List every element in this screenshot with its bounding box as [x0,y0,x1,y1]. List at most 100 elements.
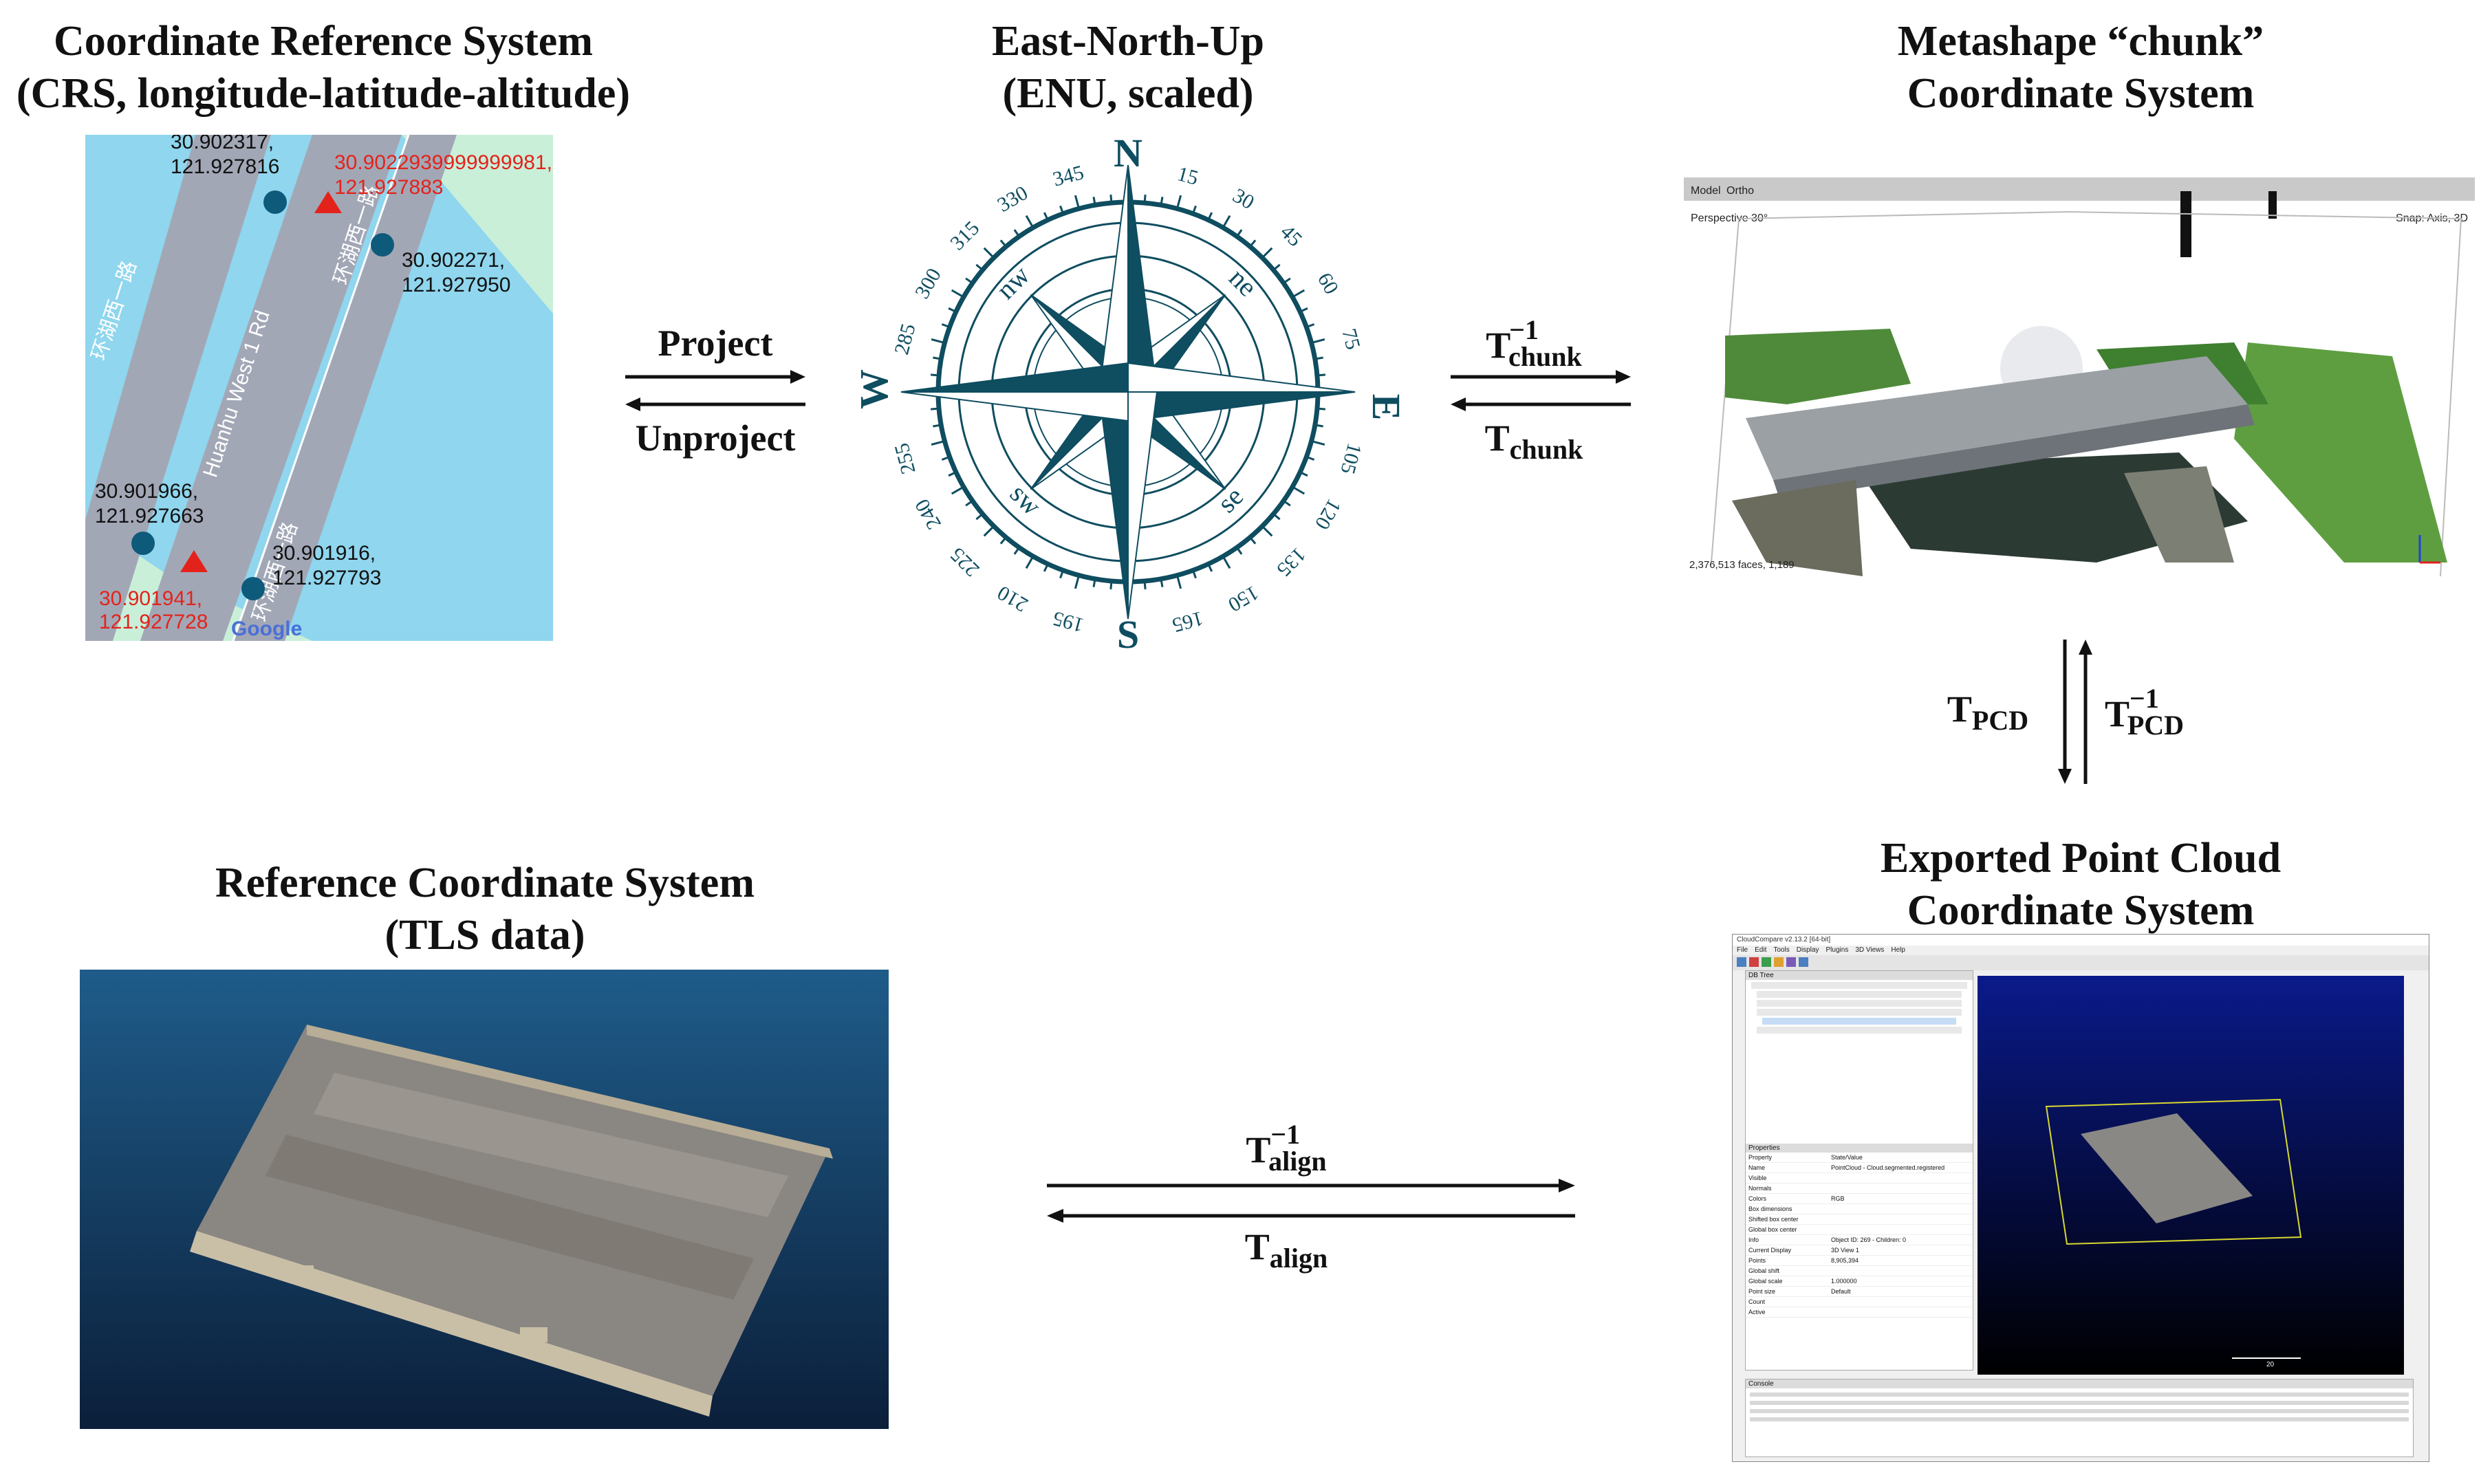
cc-tool-icon[interactable] [1737,957,1746,967]
cc-dbtree-item-selected[interactable] [1762,1018,1956,1025]
compass-star-point [1127,164,1158,393]
cc-property-value: 3D View 1 [1831,1247,1859,1254]
cc-property-key: Count [1748,1298,1766,1305]
map-road-right [233,135,457,641]
compass-se: se [1211,481,1249,519]
cc-menu-item[interactable]: Tools [1773,946,1790,954]
cc-tool-icon[interactable] [1774,957,1784,967]
cc-property-key: Visible [1748,1175,1767,1181]
compass-star-point [1127,391,1356,422]
enu-title-line2: (ENU, scaled) [1002,70,1254,117]
tls-railing [190,1231,713,1417]
t-pcd-inv-sub: PCD [2127,709,2185,741]
cc-property-row: Count [1746,1297,1973,1307]
cc-property-key: Global box center [1748,1226,1797,1233]
cc-properties-header: Properties [1746,1144,1973,1153]
cc-property-value: Object ID: 269 - Children: 0 [1831,1236,1907,1243]
cc-toolbar [1733,955,2429,970]
cc-menu-item[interactable]: File [1737,946,1748,954]
t-chunk-inv-label: T−1chunk [1451,314,1616,373]
metashape-bbox [1738,210,2462,577]
exported-title-line2: Coordinate System [1907,887,2255,934]
map-point-5 [241,577,265,600]
compass-degree-label: 315 [946,217,984,254]
metashape-pole-2 [2268,191,2277,219]
metashape-bridge-side [1773,404,2255,501]
map-road-main [140,135,402,641]
cc-tool-icon[interactable] [1749,957,1759,967]
metashape-tab-model[interactable]: Model [1691,185,1721,197]
metashape-grass-right [2234,342,2447,563]
compass-n: N [1114,131,1142,175]
cc-tool-icon[interactable] [1786,957,1796,967]
crs-title: Coordinate Reference System (CRS, longit… [0,15,647,120]
cc-property-value: Default [1831,1288,1851,1295]
crs-title-line1: Coordinate Reference System [54,18,593,65]
map-label-2b: 121.927883 [334,176,444,199]
cc-console-line [1750,1417,2409,1421]
cc-property-key: Colors [1748,1195,1767,1202]
cc-titlebar: CloudCompare v2.13.2 [64-bit] [1733,935,2429,946]
metashape-bank-left [1732,480,1863,576]
cc-property-key: Box dimensions [1748,1205,1792,1212]
reference-title-line1: Reference Coordinate System [215,860,755,906]
map-label-3a: 30.902271, [402,249,505,272]
cc-dbtree-item[interactable] [1757,991,1962,998]
map-label-1a: 30.902317, [171,135,274,153]
cc-pointcloud: 20 [2045,1098,2302,1368]
cc-menu-item[interactable]: Help [1891,946,1905,954]
cc-tool-icon[interactable] [1762,957,1771,967]
compass-star-point [1098,391,1129,620]
t-align-inv-base: T [1246,1129,1271,1170]
t-chunk-sub: chunk [1509,433,1583,465]
compass-degree-label: 15 [1175,162,1201,190]
t-pcd-base: T [1947,688,1972,730]
map-point-1 [263,190,287,214]
cc-menu-item[interactable]: Display [1796,946,1819,954]
cc-3d-view: 20 [1978,976,2404,1375]
cc-tool-icon[interactable] [1799,957,1808,967]
cc-property-value: 1.000000 [1831,1278,1857,1285]
cc-property-row: Visible [1746,1173,1973,1183]
metashape-tab-ortho[interactable]: Ortho [1726,185,1754,197]
t-pcd-label: TPCD [1940,688,2036,736]
cc-menu-item[interactable]: Plugins [1825,946,1849,954]
tls-pointcloud-view [80,970,889,1429]
t-chunk-label: Tchunk [1451,417,1616,466]
pcd-arrow [2058,640,2092,784]
align-arrow [1047,1179,1575,1223]
cc-dbtree-item[interactable] [1757,1009,1962,1016]
compass-degree-label: 195 [1050,607,1086,637]
map-label-3b: 121.927950 [402,274,511,296]
enu-title-line1: East-North-Up [991,18,1265,65]
map-road-left [85,135,271,641]
cc-menu-item[interactable]: Edit [1755,946,1767,954]
compass-star [900,164,1356,620]
compass-s: S [1117,612,1139,657]
map-label-4a: 30.901966, [95,480,198,503]
cc-dbtree-item[interactable] [1751,982,1967,989]
cc-menubar: File Edit Tools Display Plugins 3D Views Help [1733,946,2429,955]
map-road-line [232,135,410,641]
cc-dbtree-item[interactable] [1757,1000,1962,1007]
cc-property-key: Active [1748,1309,1766,1316]
cc-property-row: Active [1746,1307,1973,1318]
tls-deck-lane-2 [266,1135,754,1300]
cc-property-value: State/Value [1831,1154,1863,1161]
cc-menu-item[interactable]: 3D Views [1855,946,1885,954]
cc-dbtree-item[interactable] [1757,1027,1962,1034]
map-point-4 [131,532,155,555]
compass-degree-label: 150 [1224,581,1262,616]
compass-w: W [853,369,896,409]
t-align-sub: align [1269,1242,1328,1274]
map-triangle-2 [180,550,208,572]
cc-property-key: Points [1748,1257,1766,1264]
metashape-tabbar [1684,177,2475,201]
